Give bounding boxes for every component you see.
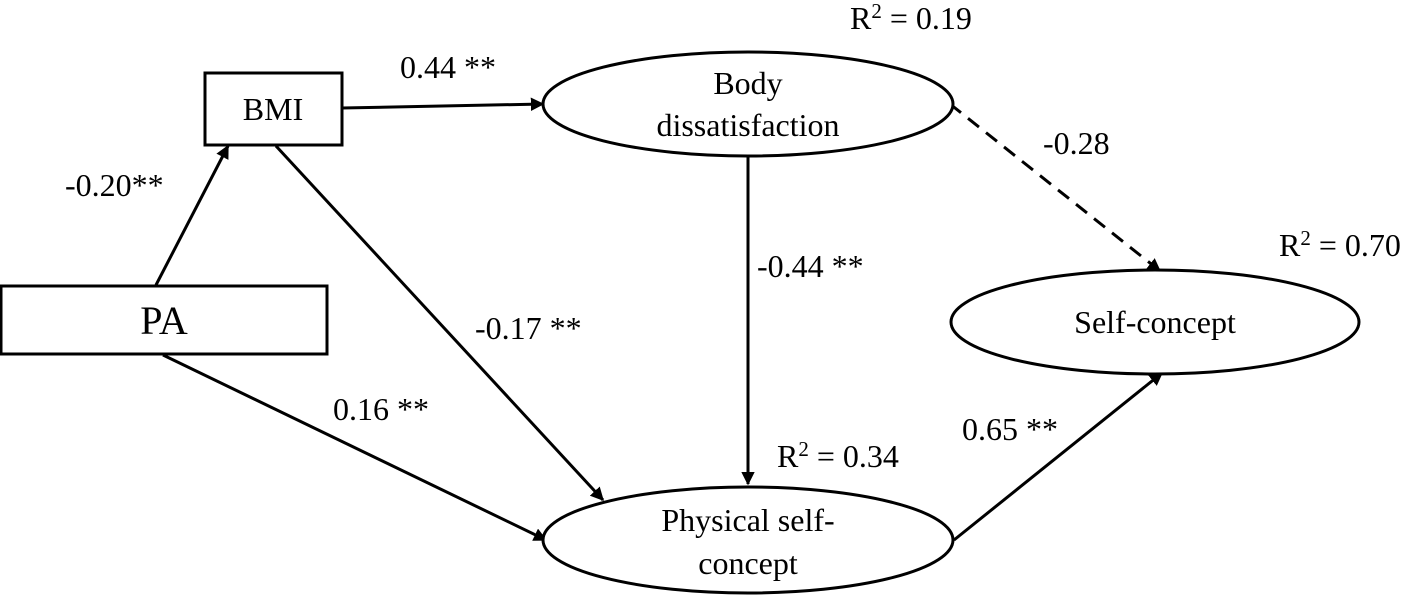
r-squared-physical-self-concept: R2 = 0.34 bbox=[777, 437, 899, 474]
coef-bmi-to-physical-self-concept: -0.17 ** bbox=[475, 310, 582, 346]
path-bmi-to-physical-self-concept bbox=[274, 144, 605, 502]
node-self-concept: Self-concept bbox=[949, 268, 1361, 376]
r-squared-body-dissatisfaction-prefix: R bbox=[850, 0, 872, 36]
node-body-dissatisfaction: Body dissatisfaction bbox=[541, 50, 955, 158]
node-physical-self-concept-label-line1: Physical self- bbox=[661, 502, 834, 538]
coef-bmi-to-body-dissatisfaction: 0.44 ** bbox=[400, 49, 496, 85]
path-pa-to-bmi bbox=[154, 144, 230, 286]
coef-body-dissatisfaction-to-self-concept: -0.28 bbox=[1043, 125, 1110, 161]
path-physical-self-concept-to-self-concept bbox=[953, 371, 1164, 542]
r-squared-self-concept-sup: 2 bbox=[1300, 226, 1311, 250]
node-body-dissatisfaction-label-line2: dissatisfaction bbox=[656, 107, 839, 143]
node-physical-self-concept: Physical self- concept bbox=[541, 485, 955, 595]
node-pa-label: PA bbox=[140, 298, 188, 343]
r-squared-body-dissatisfaction-sup: 2 bbox=[871, 0, 882, 23]
coef-physical-self-concept-to-self-concept: 0.65 ** bbox=[962, 411, 1058, 447]
node-pa: PA bbox=[0, 284, 329, 356]
r-squared-body-dissatisfaction-value: = 0.19 bbox=[882, 0, 972, 36]
node-body-dissatisfaction-label-line1: Body bbox=[713, 65, 782, 101]
coef-pa-to-bmi: -0.20** bbox=[65, 167, 164, 203]
r-squared-physical-self-concept-value: = 0.34 bbox=[809, 438, 899, 474]
path-bmi-to-body-dissatisfaction bbox=[341, 97, 545, 111]
coef-pa-to-physical-self-concept: 0.16 ** bbox=[333, 391, 429, 427]
path-pa-to-physical-self-concept bbox=[162, 353, 548, 542]
r-squared-self-concept: R2 = 0.70 bbox=[1279, 226, 1401, 263]
node-physical-self-concept-label-line2: concept bbox=[698, 545, 798, 581]
node-bmi-label: BMI bbox=[243, 91, 303, 127]
r-squared-physical-self-concept-sup: 2 bbox=[798, 437, 809, 461]
coef-body-dissatisfaction-to-physical-self-concept: -0.44 ** bbox=[757, 248, 864, 284]
r-squared-self-concept-value: = 0.70 bbox=[1311, 227, 1401, 263]
r-squared-physical-self-concept-prefix: R bbox=[777, 438, 799, 474]
node-bmi: BMI bbox=[203, 71, 344, 147]
node-self-concept-label: Self-concept bbox=[1074, 304, 1236, 340]
r-squared-self-concept-prefix: R bbox=[1279, 227, 1301, 263]
r-squared-body-dissatisfaction: R2 = 0.19 bbox=[850, 0, 972, 36]
